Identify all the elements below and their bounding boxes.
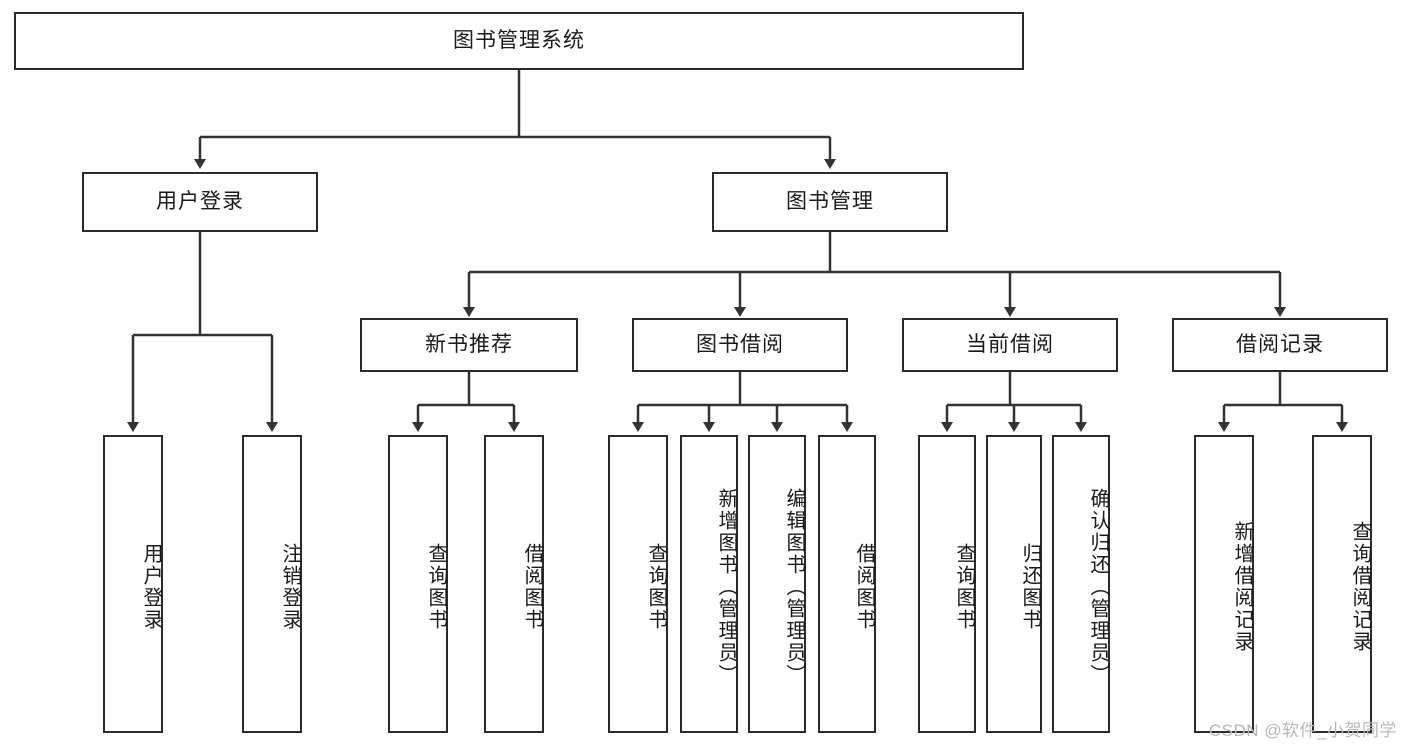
- node-book-borrow[interactable]: 图书借阅: [632, 318, 848, 372]
- node-leaf-query-book-1-label: 查询图书: [425, 543, 447, 631]
- node-leaf-add-book[interactable]: 新增图书（管理员）: [680, 435, 738, 733]
- node-leaf-confirm-return[interactable]: 确认归还（管理员）: [1052, 435, 1110, 733]
- node-leaf-query-book-1[interactable]: 查询图书: [388, 435, 448, 733]
- node-current-borrow-label: 当前借阅: [966, 332, 1054, 356]
- node-user-login[interactable]: 用户登录: [82, 172, 318, 232]
- node-new-book-rec-label: 新书推荐: [425, 332, 513, 356]
- node-leaf-edit-book[interactable]: 编辑图书（管理员）: [748, 435, 806, 733]
- node-leaf-user-login[interactable]: 用户登录: [103, 435, 163, 733]
- node-leaf-query-book-2[interactable]: 查询图书: [608, 435, 668, 733]
- node-borrow-record[interactable]: 借阅记录: [1172, 318, 1388, 372]
- node-leaf-borrow-book-1[interactable]: 借阅图书: [484, 435, 544, 733]
- node-book-borrow-label: 图书借阅: [696, 332, 784, 356]
- node-leaf-query-book-3[interactable]: 查询图书: [918, 435, 976, 733]
- node-current-borrow[interactable]: 当前借阅: [902, 318, 1118, 372]
- node-leaf-query-book-2-label: 查询图书: [645, 543, 667, 631]
- node-leaf-confirm-return-label: 确认归还（管理员）: [1087, 488, 1109, 686]
- node-leaf-query-record-label: 查询借阅记录: [1349, 521, 1371, 653]
- node-leaf-user-logout[interactable]: 注销登录: [242, 435, 302, 733]
- node-borrow-record-label: 借阅记录: [1236, 332, 1324, 356]
- node-leaf-return-book-label: 归还图书: [1019, 543, 1041, 631]
- node-leaf-query-book-3-label: 查询图书: [953, 543, 975, 631]
- node-leaf-borrow-book-1-label: 借阅图书: [521, 543, 543, 631]
- node-root-label: 图书管理系统: [453, 28, 585, 52]
- node-leaf-add-record[interactable]: 新增借阅记录: [1194, 435, 1254, 733]
- node-user-login-label: 用户登录: [156, 189, 244, 213]
- node-book-manage[interactable]: 图书管理: [712, 172, 948, 232]
- node-leaf-borrow-book-2-label: 借阅图书: [853, 543, 875, 631]
- node-book-manage-label: 图书管理: [786, 189, 874, 213]
- node-leaf-query-record[interactable]: 查询借阅记录: [1312, 435, 1372, 733]
- node-leaf-add-record-label: 新增借阅记录: [1231, 521, 1253, 653]
- node-leaf-return-book[interactable]: 归还图书: [986, 435, 1042, 733]
- node-leaf-user-login-label: 用户登录: [140, 543, 162, 631]
- node-new-book-rec[interactable]: 新书推荐: [360, 318, 578, 372]
- node-root[interactable]: 图书管理系统: [14, 12, 1024, 70]
- node-leaf-add-book-label: 新增图书（管理员）: [715, 488, 737, 686]
- node-leaf-borrow-book-2[interactable]: 借阅图书: [818, 435, 876, 733]
- node-leaf-user-logout-label: 注销登录: [279, 543, 301, 631]
- node-leaf-edit-book-label: 编辑图书（管理员）: [783, 488, 805, 686]
